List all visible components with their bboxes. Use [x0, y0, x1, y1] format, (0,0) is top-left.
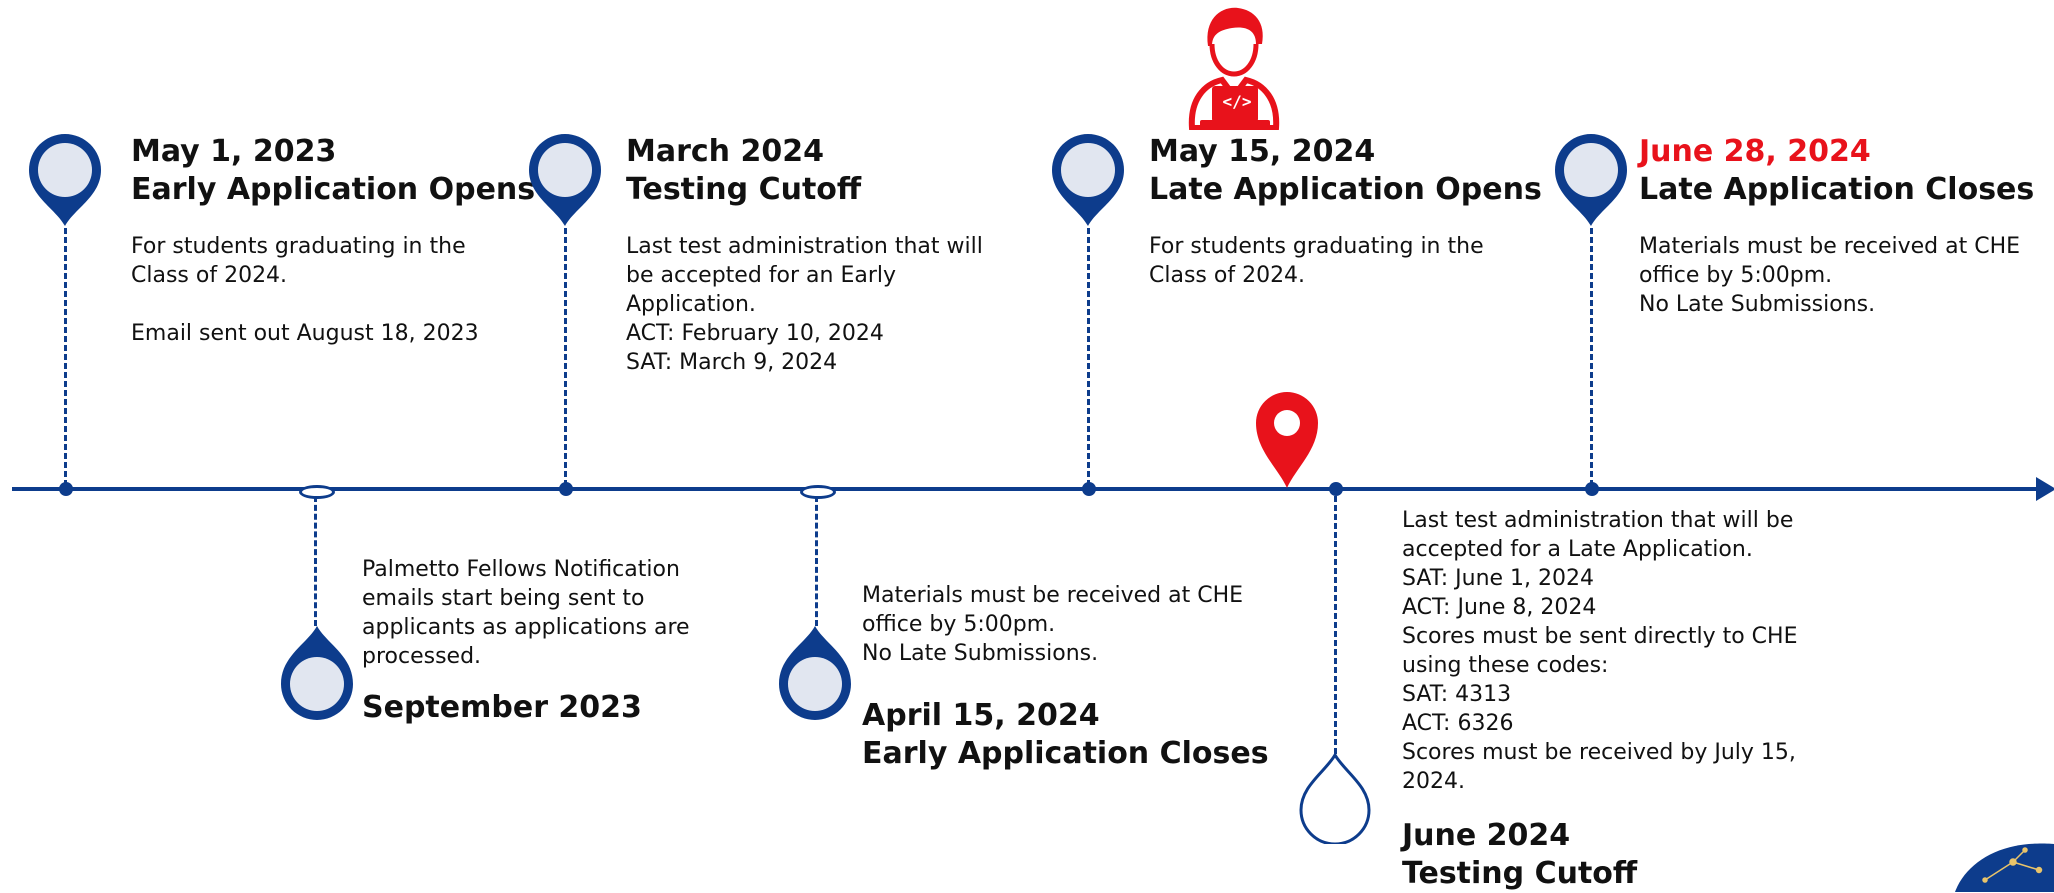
desc-line: using these codes: — [1402, 653, 1609, 678]
desc-line: Class of 2024. — [1149, 263, 1306, 288]
desc-line: Scores must be sent directly to CHE — [1402, 624, 1798, 649]
desc-line: 2024. — [1402, 769, 1465, 794]
milestone-late-application-closes: June 28, 2024 Late Application Closes — [1639, 133, 2034, 209]
map-pin-icon — [1256, 392, 1318, 488]
desc-line — [131, 290, 479, 319]
desc-line: ACT: February 10, 2024 — [626, 321, 884, 346]
desc-line: Scores must be received by July 15, — [1402, 740, 1796, 765]
timeline-node — [1082, 482, 1096, 496]
milestone-date: September 2023 — [362, 690, 642, 725]
desc-line: ACT: June 8, 2024 — [1402, 595, 1597, 620]
milestone-title: Late Application Opens — [1149, 172, 1542, 207]
timeline-axis — [12, 487, 2042, 491]
desc-line: SAT: 4313 — [1402, 682, 1512, 707]
milestone-title: Testing Cutoff — [626, 172, 862, 207]
connector-line — [564, 228, 567, 486]
milestone-early-application-closes: April 15, 2024 Early Application Closes — [862, 697, 1269, 773]
milestone-title: Early Application Closes — [862, 736, 1269, 771]
milestone-date: June 28, 2024 — [1639, 134, 1871, 169]
timeline-node — [59, 482, 73, 496]
connector-line — [64, 228, 67, 486]
connector-line — [1334, 496, 1337, 754]
timeline-node — [299, 485, 335, 499]
connector-line — [815, 496, 818, 626]
milestone-description: Last test administration that will be ac… — [626, 232, 983, 377]
network-globe-logo — [1955, 843, 2054, 892]
milestone-title: Testing Cutoff — [1402, 856, 1638, 891]
developer-laptop-icon — [1188, 7, 1280, 130]
location-pin-icon — [1555, 134, 1627, 226]
code-glyph: </> — [1222, 92, 1252, 111]
desc-line: Materials must be received at CHE — [862, 583, 1244, 608]
milestone-testing-cutoff-march: March 2024 Testing Cutoff — [626, 133, 861, 209]
desc-line: office by 5:00pm. — [862, 612, 1056, 637]
location-pin-icon — [281, 626, 353, 720]
desc-line: applicants as applications are — [362, 615, 690, 640]
milestone-description: For students graduating in the Class of … — [1149, 232, 1484, 290]
location-pin-icon — [29, 134, 101, 226]
timeline-node — [559, 482, 573, 496]
location-pin-icon — [529, 134, 601, 226]
desc-line: office by 5:00pm. — [1639, 263, 1833, 288]
location-pin-icon — [1052, 134, 1124, 226]
desc-line: Last test administration that will be — [1402, 508, 1794, 533]
desc-line: Class of 2024. — [131, 263, 288, 288]
milestone-description: Palmetto Fellows Notification emails sta… — [362, 555, 690, 671]
desc-line: SAT: March 9, 2024 — [626, 350, 838, 375]
desc-line: For students graduating in the — [131, 234, 466, 259]
milestone-description: Materials must be received at CHE office… — [1639, 232, 2020, 319]
milestone-description: Last test administration that will be ac… — [1402, 506, 1797, 796]
desc-line: processed. — [362, 644, 482, 669]
desc-line: Palmetto Fellows Notification — [362, 557, 680, 582]
desc-line: No Late Submissions. — [862, 641, 1099, 666]
connector-line — [1590, 228, 1593, 486]
desc-line: Email sent out August 18, 2023 — [131, 321, 479, 346]
milestone-late-application-opens: May 15, 2024 Late Application Opens — [1149, 133, 1542, 209]
timeline-arrow-icon — [2036, 477, 2054, 501]
desc-line: For students graduating in the — [1149, 234, 1484, 259]
milestone-description: Materials must be received at CHE office… — [862, 581, 1243, 668]
desc-line: Materials must be received at CHE — [1639, 234, 2021, 259]
location-pin-outline-icon — [1299, 752, 1371, 844]
location-pin-icon — [779, 626, 851, 720]
desc-line: Application. — [626, 292, 756, 317]
milestone-date: May 15, 2024 — [1149, 134, 1376, 169]
milestone-date: June 2024 — [1402, 818, 1571, 853]
desc-line: ACT: 6326 — [1402, 711, 1514, 736]
milestone-description: For students graduating in the Class of … — [131, 232, 479, 348]
timeline-node — [800, 485, 836, 499]
timeline-node — [1329, 482, 1343, 496]
desc-line: be accepted for an Early — [626, 263, 897, 288]
desc-line: Last test administration that will — [626, 234, 983, 259]
desc-line: accepted for a Late Application. — [1402, 537, 1753, 562]
desc-line: No Late Submissions. — [1639, 292, 1876, 317]
timeline-node — [1585, 482, 1599, 496]
connector-line — [1087, 228, 1090, 486]
milestone-title: Early Application Opens — [131, 172, 536, 207]
milestone-date: May 1, 2023 — [131, 134, 337, 169]
milestone-testing-cutoff-june: June 2024 Testing Cutoff — [1402, 817, 1637, 893]
milestone-early-application-opens: May 1, 2023 Early Application Opens — [131, 133, 535, 209]
milestone-title: Late Application Closes — [1639, 172, 2035, 207]
desc-line: SAT: June 1, 2024 — [1402, 566, 1595, 591]
connector-line — [314, 496, 317, 626]
desc-line: emails start being sent to — [362, 586, 645, 611]
milestone-date: April 15, 2024 — [862, 698, 1100, 733]
milestone-palmetto-notification: September 2023 — [362, 689, 642, 727]
milestone-date: March 2024 — [626, 134, 824, 169]
